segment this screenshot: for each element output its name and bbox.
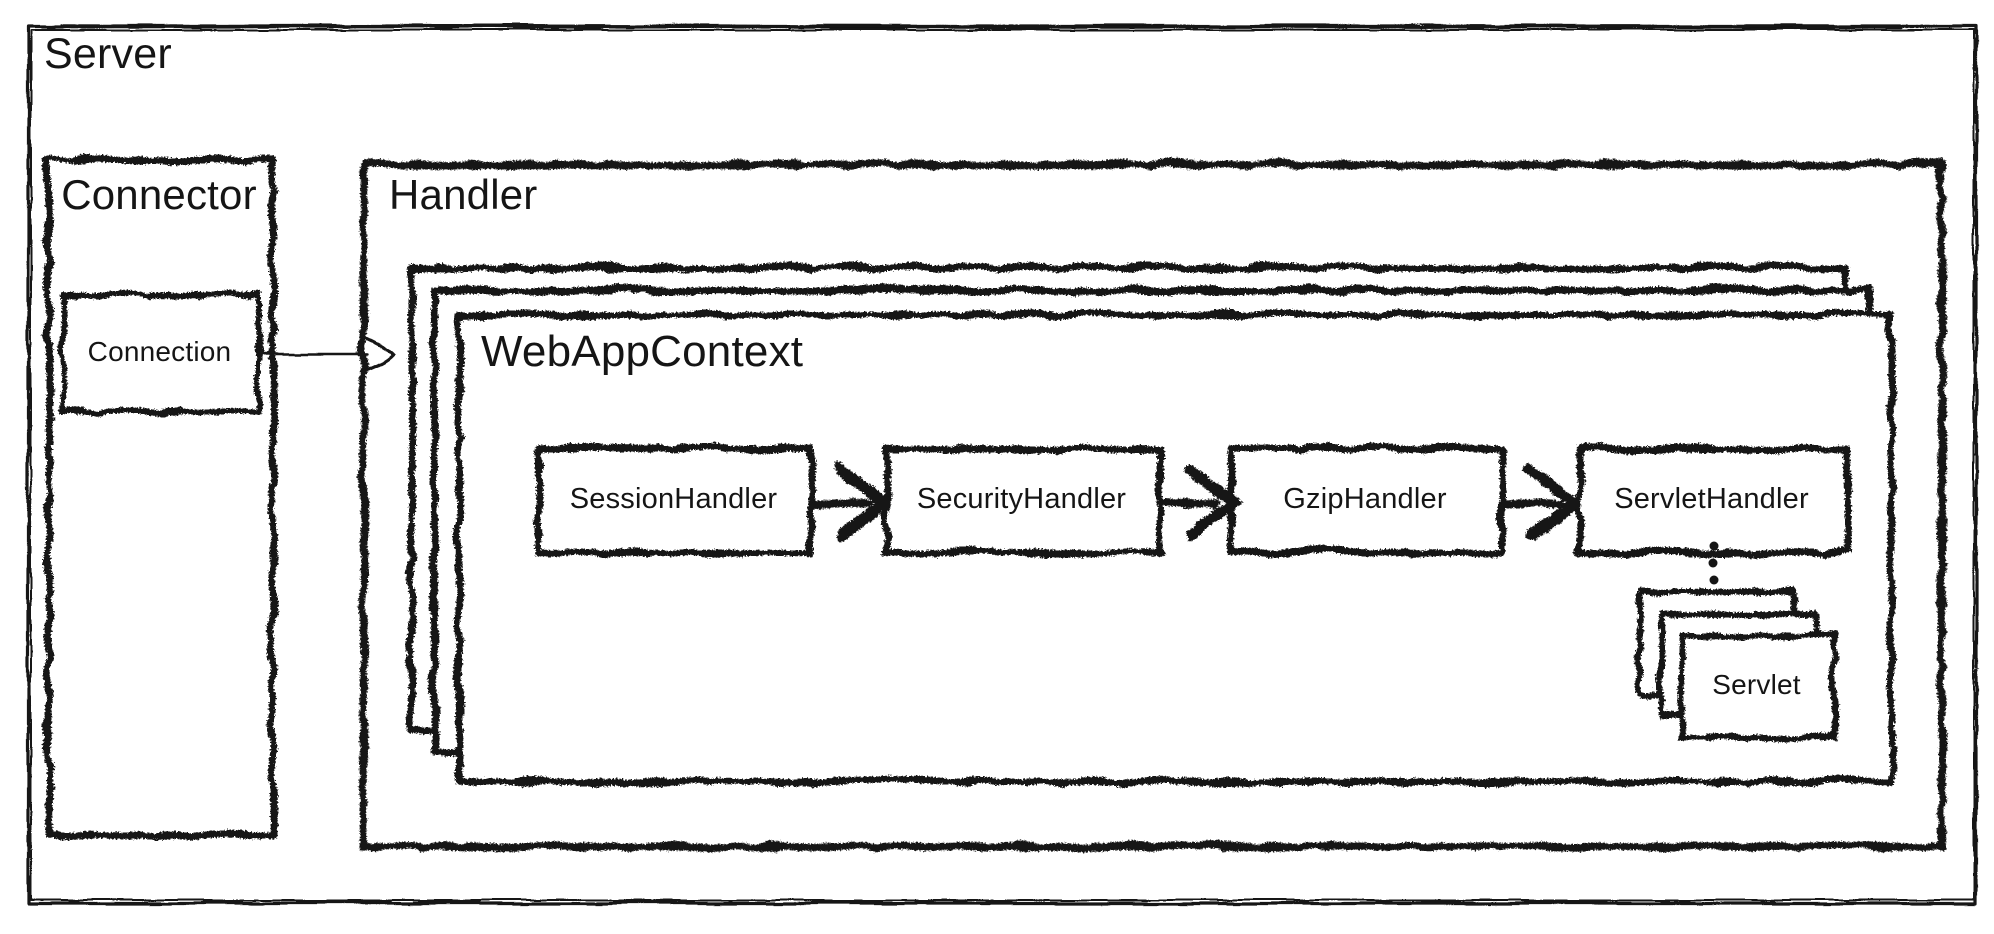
connector-box-outline (43, 154, 275, 837)
connection-label: Connection (87, 336, 232, 367)
chain-arrow-2-head (1181, 462, 1239, 539)
chain-label-gzip-handler: GzipHandler (1283, 482, 1447, 515)
chain-label-session-handler: SessionHandler (569, 482, 778, 515)
servlet-label: Servlet (1712, 669, 1801, 700)
connection-to-handler-arrow-head (364, 336, 394, 371)
chain-box-session-handler-outline (533, 443, 814, 555)
chain-arrow-3-head (1522, 462, 1580, 539)
server-box-top-stroke (58, 23, 1902, 28)
chain-box-servlet-handler-outline (1574, 443, 1849, 555)
server-label: Server (44, 30, 172, 78)
chain-label-servlet-handler: ServletHandler (1614, 482, 1809, 515)
connection-box-outline (59, 290, 260, 414)
connector-label: Connector (61, 171, 257, 218)
chain-arrow-1-head (832, 462, 890, 539)
handler-label: Handler (389, 171, 538, 218)
servlet-link-dotted-line (1708, 541, 1719, 585)
chain-label-security-handler: SecurityHandler (916, 482, 1127, 515)
servlet-stack-front-outline (1677, 631, 1836, 739)
server-box-outline-inner (29, 28, 1974, 900)
webapp-context-label: WebAppContext (481, 327, 804, 376)
